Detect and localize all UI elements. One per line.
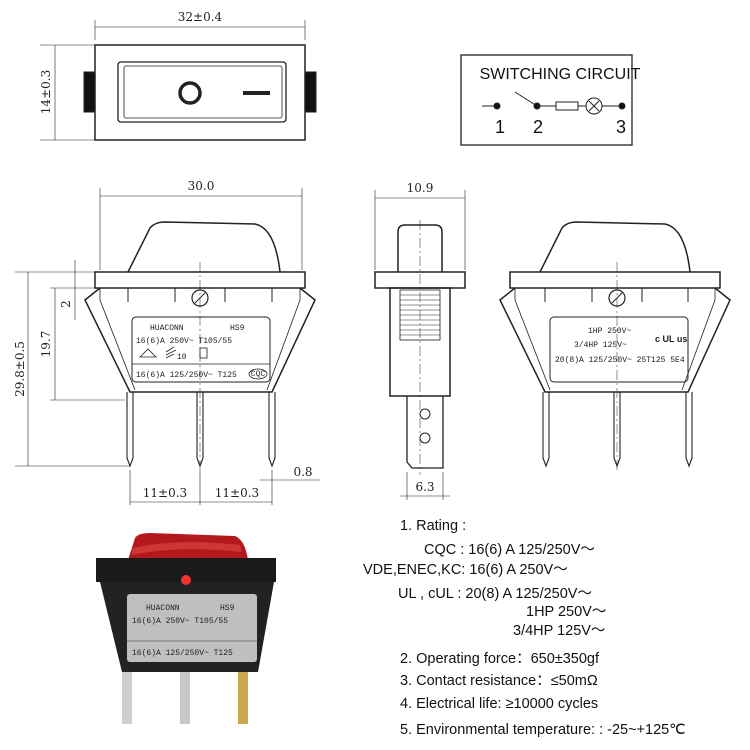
spec-ul: UL , cUL : 20(8) A 125/250V～ — [398, 586, 592, 602]
top-height-dim: 14±0.3 — [39, 70, 53, 114]
side-width-dim: 10.9 — [407, 181, 434, 195]
rear-view: 1HP 250V~ 3/4HP 125V~ 20(8)A 125/250V~ 2… — [499, 221, 731, 470]
spec-ul-hp2: 3/4HP 125V～ — [513, 623, 606, 639]
photo-brand: HUACONN — [146, 604, 180, 613]
spec-cqc: CQC : 16(6) A 125/250V～ — [424, 542, 595, 558]
label-model: HS9 — [230, 324, 245, 333]
side-view: 10.9 6.3 — [374, 181, 466, 500]
spec-vde: VDE,ENEC,KC: 16(6) A 250V～ — [363, 562, 568, 578]
spec-electrical-life: 4. Electrical life: ≥10000 cycles — [400, 696, 599, 712]
terminal-width-dim: 6.3 — [415, 480, 434, 494]
spec-temperature: 5. Environmental temperature: : -25~+125… — [400, 722, 686, 738]
cqc-mark: CQC — [251, 370, 266, 379]
terminal-thickness-dim: 0.8 — [293, 465, 312, 479]
total-height-dim: 29.8±0.5 — [13, 341, 27, 397]
top-view: 32±0.4 14±0.3 — [39, 10, 317, 141]
front-width-dim: 30.0 — [188, 179, 215, 193]
flange-dim: 2 — [59, 300, 73, 308]
circuit-title: SWITCHING CIRCUIT — [480, 66, 641, 83]
rear-label-line3: 20(8)A 125/250V~ 25T125 5E4 — [555, 356, 685, 365]
spec-rating-title: 1. Rating : — [400, 518, 467, 534]
pitch-right-dim: 11±0.3 — [215, 486, 259, 500]
photo-line1: 16(6)A 250V~ T105/55 — [132, 617, 228, 626]
photo-line3: 16(6)A 125/250V~ T125 — [132, 649, 233, 658]
top-width-dim: 32±0.4 — [178, 10, 223, 24]
ul-mark: c UL us — [655, 334, 687, 344]
label-brand: HUACONN — [150, 324, 184, 333]
pitch-left-dim: 11±0.3 — [143, 486, 187, 500]
body-height-dim: 19.7 — [39, 331, 53, 358]
photo-model: HS9 — [220, 604, 235, 613]
terminal-3-label: 3 — [616, 117, 626, 137]
switching-circuit: SWITCHING CIRCUIT 1 2 3 — [460, 54, 641, 146]
spec-contact-resistance: 3. Contact resistance：≤50mΩ — [400, 673, 598, 689]
off-symbol — [178, 81, 202, 105]
spec-ul-hp1: 1HP 250V～ — [526, 604, 607, 620]
rear-label-line2: 3/4HP 125V~ — [574, 341, 627, 350]
spec-operating-force: 2. Operating force：650±350gf — [400, 651, 599, 667]
label-line3: 16(6)A 125/250V~ T125 — [136, 371, 237, 380]
terminal-2-label: 2 — [533, 117, 543, 137]
label-line1: 16(6)A 250V~ T105/55 — [136, 337, 232, 346]
product-photo: HUACONN HS9 16(6)A 250V~ T105/55 16(6)A … — [96, 533, 276, 724]
rear-label-line1: 1HP 250V~ — [588, 327, 631, 336]
enec-mark: 10 — [177, 353, 187, 362]
terminal-1-label: 1 — [495, 117, 505, 137]
front-view: 30.0 HUACONN HS9 16(6)A 250V~ T105/55 10… — [13, 179, 320, 505]
